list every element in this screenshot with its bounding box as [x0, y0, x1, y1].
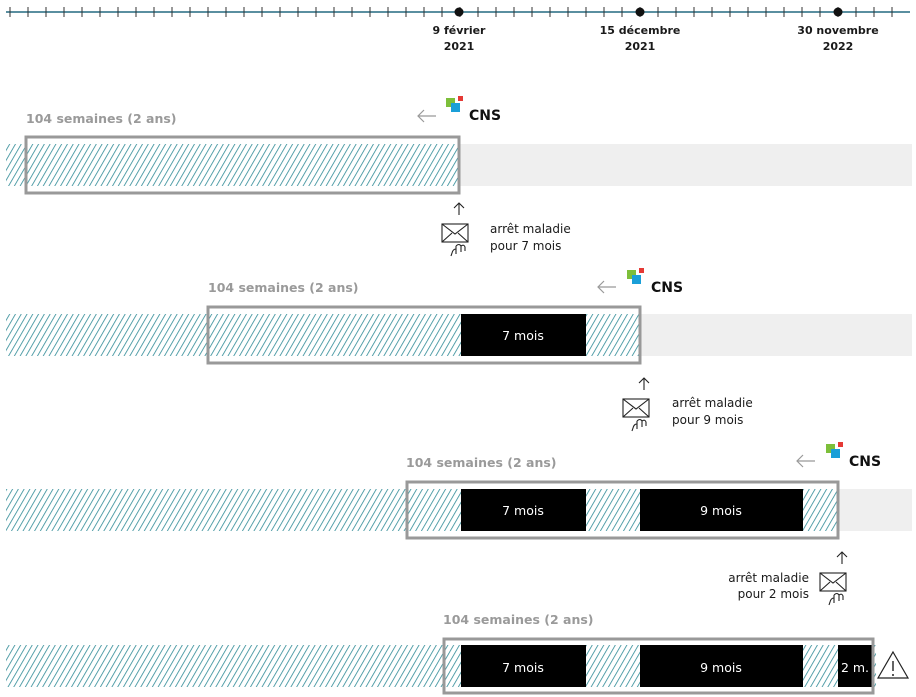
- note-line1: arrêt maladie: [490, 222, 571, 236]
- window-label: 104 semaines (2 ans): [406, 455, 557, 470]
- sick-period-label: 9 mois: [700, 503, 742, 518]
- date-label-1-line1: 9 février: [433, 24, 487, 37]
- sick-period-label: 7 mois: [502, 660, 544, 675]
- hatched-period: [6, 144, 459, 186]
- row-1: 104 semaines (2 ans) CNS arrêt maladie p…: [6, 96, 912, 257]
- date-marker: [833, 7, 843, 17]
- sick-period-label: 9 mois: [700, 660, 742, 675]
- row-3: 104 semaines (2 ans) CNS 7 mois 9 mois a…: [6, 442, 912, 606]
- sick-period: [640, 489, 803, 531]
- reference-window: [24, 135, 461, 195]
- note-line2: pour 7 mois: [490, 239, 561, 253]
- date-label-3-line1: 30 novembre: [797, 24, 878, 37]
- reference-window: [206, 305, 642, 365]
- timeline-ticks: [9, 7, 893, 17]
- sick-period: [640, 645, 803, 687]
- note-line2: pour 9 mois: [672, 413, 743, 427]
- note-line1: arrêt maladie: [728, 571, 809, 585]
- row-4: 104 semaines (2 ans) 7 mois 9 mois 2 m.: [6, 612, 910, 695]
- date-label-1-line2: 2021: [444, 40, 475, 53]
- cns-label: CNS: [651, 280, 683, 296]
- arrow-left-icon: [597, 280, 617, 294]
- note-line2: pour 2 mois: [738, 587, 809, 601]
- cns-label: CNS: [849, 454, 881, 470]
- arrow-up-icon: [453, 202, 465, 216]
- date-marker: [454, 7, 464, 17]
- sick-period: [461, 489, 586, 531]
- sick-period-label: 7 mois: [502, 328, 544, 343]
- row-2: 104 semaines (2 ans) CNS 7 mois arrêt ma…: [6, 268, 912, 432]
- note-line1: arrêt maladie: [672, 396, 753, 410]
- reference-window: [442, 637, 875, 695]
- envelope-hand-icon: [622, 398, 650, 432]
- arrow-left-icon: [417, 109, 437, 123]
- date-label-3-line2: 2022: [823, 40, 854, 53]
- window-label: 104 semaines (2 ans): [443, 612, 594, 627]
- window-label: 104 semaines (2 ans): [208, 280, 359, 295]
- sick-period-label: 2 m.: [841, 660, 869, 675]
- cns-label: CNS: [469, 108, 501, 124]
- sick-period-label: 7 mois: [502, 503, 544, 518]
- sick-period: [838, 645, 872, 687]
- arrow-up-icon: [836, 551, 848, 565]
- arrow-left-icon: [796, 454, 816, 468]
- date-marker: [635, 7, 645, 17]
- cns-logo-icon: [446, 96, 463, 112]
- window-label: 104 semaines (2 ans): [26, 111, 177, 126]
- sick-period: [461, 314, 586, 356]
- cns-logo-icon: [627, 268, 644, 284]
- cns-logo-icon: [826, 442, 843, 458]
- envelope-hand-icon: [441, 223, 469, 257]
- timeline: 9 février 2021 15 décembre 2021 30 novem…: [6, 7, 910, 53]
- sick-period: [461, 645, 586, 687]
- envelope-hand-icon: [819, 572, 847, 606]
- reference-window: [405, 480, 840, 540]
- arrow-up-icon: [638, 377, 650, 391]
- date-label-2-line2: 2021: [625, 40, 656, 53]
- warning-icon: [876, 650, 910, 679]
- date-label-2-line1: 15 décembre: [600, 24, 681, 37]
